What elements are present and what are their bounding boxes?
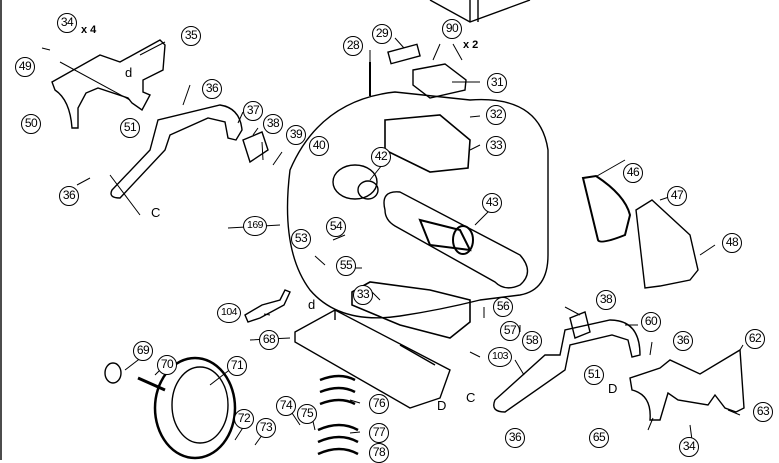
callout-36-left-arm[interactable]: 36	[59, 186, 79, 206]
housing-corner	[429, 0, 531, 23]
spring-76	[319, 374, 356, 406]
switch-box	[412, 63, 467, 99]
callout-37[interactable]: 37	[243, 101, 263, 121]
callout-70[interactable]: 70	[157, 355, 177, 375]
callout-77[interactable]: 77	[369, 423, 389, 443]
callout-53[interactable]: 53	[291, 229, 311, 249]
callout-73[interactable]: 73	[256, 418, 276, 438]
bracket-104	[244, 289, 291, 323]
reference-letter-d: d	[125, 65, 133, 80]
callout-62[interactable]: 62	[745, 329, 765, 349]
callout-49[interactable]: 49	[15, 57, 35, 77]
callout-58[interactable]: 58	[522, 331, 542, 351]
cover-47	[635, 199, 699, 289]
reference-letter-c-right: C	[466, 390, 476, 405]
callout-29[interactable]: 29	[372, 24, 392, 44]
hub-cap	[104, 362, 122, 384]
callout-51-right[interactable]: 51	[584, 365, 604, 385]
callout-48[interactable]: 48	[722, 233, 742, 253]
reference-letter-c: C	[151, 205, 161, 220]
callout-103[interactable]: 103	[488, 347, 512, 367]
stator	[332, 164, 378, 200]
callout-36[interactable]: 36	[202, 79, 222, 99]
callout-42[interactable]: 42	[371, 147, 391, 167]
callout-32[interactable]: 32	[486, 105, 506, 125]
callout-31[interactable]: 31	[487, 73, 507, 93]
callout-46[interactable]: 46	[623, 163, 643, 183]
callout-35[interactable]: 35	[181, 26, 201, 46]
left-plate	[242, 131, 269, 164]
callout-55[interactable]: 55	[336, 256, 356, 276]
callout-68[interactable]: 68	[259, 330, 279, 350]
callout-33-bottom[interactable]: 33	[353, 285, 373, 305]
left-arm	[110, 104, 243, 199]
callout-104[interactable]: 104	[217, 303, 241, 323]
wheel	[153, 356, 237, 460]
callout-33-top[interactable]: 33	[486, 136, 506, 156]
axle	[137, 376, 166, 392]
callout-51[interactable]: 51	[120, 118, 140, 138]
callout-28[interactable]: 28	[343, 36, 363, 56]
reference-letter-D-right: D	[608, 381, 618, 396]
belt-cover-46	[581, 174, 632, 243]
callout-38-right[interactable]: 38	[596, 290, 616, 310]
motor-housing-bottom	[351, 281, 471, 339]
callout-57[interactable]: 57	[500, 321, 520, 341]
callout-69[interactable]: 69	[133, 341, 153, 361]
quantity-note-90: x 2	[463, 39, 479, 51]
callout-71[interactable]: 71	[227, 356, 247, 376]
callout-76[interactable]: 76	[369, 394, 389, 414]
callout-90[interactable]: 90	[442, 19, 462, 39]
callout-34[interactable]: 34	[57, 13, 77, 33]
callout-43[interactable]: 43	[482, 193, 502, 213]
right-plate	[569, 311, 591, 339]
left-bracket	[51, 39, 166, 129]
callout-74[interactable]: 74	[276, 396, 296, 416]
reference-letter-D-tray: D	[437, 398, 447, 413]
callout-169[interactable]: 169	[243, 216, 267, 236]
callout-60[interactable]: 60	[641, 312, 661, 332]
armature-enclosure	[383, 191, 529, 289]
callout-75[interactable]: 75	[297, 404, 317, 424]
tray	[294, 309, 451, 409]
right-bracket	[629, 348, 745, 421]
callout-38[interactable]: 38	[263, 114, 283, 134]
motor-assembly-outline	[286, 91, 549, 319]
reference-letter-d-tray: d	[308, 297, 316, 312]
callout-78[interactable]: 78	[369, 443, 389, 463]
spring-77	[317, 423, 359, 456]
motor-housing-top	[384, 114, 471, 173]
callout-72[interactable]: 72	[234, 409, 254, 429]
callout-65[interactable]: 65	[589, 428, 609, 448]
right-arm	[493, 319, 641, 413]
callout-40[interactable]: 40	[309, 136, 329, 156]
callout-34-right[interactable]: 34	[679, 437, 699, 457]
callout-47[interactable]: 47	[667, 186, 687, 206]
quantity-note-34: x 4	[81, 24, 97, 36]
callout-36-right[interactable]: 36	[673, 331, 693, 351]
callout-39[interactable]: 39	[286, 125, 306, 145]
callout-50[interactable]: 50	[21, 114, 41, 134]
block-29	[387, 43, 421, 65]
callout-63[interactable]: 63	[753, 402, 773, 422]
callout-54[interactable]: 54	[326, 217, 346, 237]
callout-56[interactable]: 56	[493, 297, 513, 317]
callout-36-lower[interactable]: 36	[505, 428, 525, 448]
